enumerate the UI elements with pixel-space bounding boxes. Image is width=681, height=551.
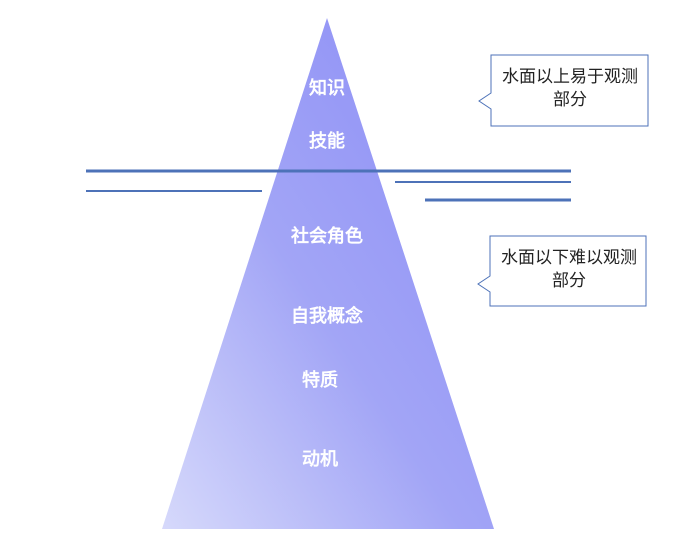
iceberg-pyramid xyxy=(162,18,494,529)
callout-above-box xyxy=(478,54,649,127)
callout-below-text: 水面以下难以观测部分 xyxy=(501,248,637,291)
layer-label-skill: 技能 xyxy=(309,131,345,152)
layer-label-trait: 特质 xyxy=(302,370,338,391)
layer-label-social-role: 社会角色 xyxy=(291,226,363,247)
layer-label-self-concept: 自我概念 xyxy=(291,306,363,327)
layer-label-knowledge: 知识 xyxy=(309,78,345,99)
layer-label-motive: 动机 xyxy=(302,449,338,470)
callout-below-box xyxy=(477,235,647,307)
callout-above-text: 水面以上易于观测部分 xyxy=(502,67,638,110)
